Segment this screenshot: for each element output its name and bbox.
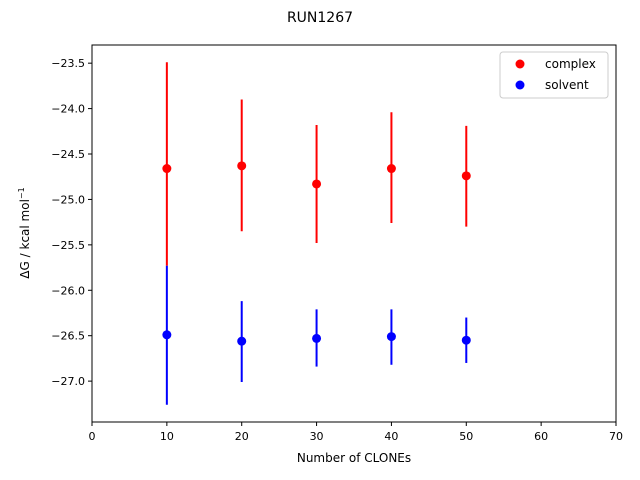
y-tick-label: −23.5 — [51, 57, 85, 70]
complex-point — [237, 161, 247, 171]
y-tick-label: −25.5 — [51, 239, 85, 252]
x-tick-label: 30 — [310, 430, 324, 443]
solvent-point — [237, 336, 247, 346]
solvent-point — [386, 332, 396, 342]
x-tick-label: 10 — [160, 430, 174, 443]
y-tick-label: −24.0 — [51, 103, 85, 116]
y-tick-label: −24.5 — [51, 148, 85, 161]
x-tick-label: 60 — [534, 430, 548, 443]
axes-frame — [91, 44, 617, 423]
x-tick-label: 50 — [459, 430, 473, 443]
solvent-point — [162, 330, 172, 340]
y-axis-ticks: −27.0 −26.5 −26.0 −25.5 −25.0 −24.5 −24.0 −23.5 — [51, 57, 92, 388]
y-axis-label: ΔG / kcal mol−1 — [17, 187, 32, 278]
complex-point — [162, 164, 172, 174]
x-tick-label: 0 — [89, 430, 96, 443]
data-points — [162, 161, 471, 346]
complex-point — [312, 179, 322, 189]
y-axis-label-superscript: −1 — [17, 187, 26, 199]
legend-box — [499, 51, 609, 99]
x-axis-ticks: 0 10 20 30 40 50 60 70 — [89, 422, 623, 443]
y-tick-label: −27.0 — [51, 375, 85, 388]
y-tick-label: −26.5 — [51, 330, 85, 343]
legend-label-solvent: solvent — [545, 78, 589, 92]
legend-marker-complex — [515, 59, 525, 69]
legend-marker-solvent — [515, 80, 525, 90]
solvent-point — [461, 335, 471, 345]
complex-point — [461, 171, 471, 181]
x-tick-label: 40 — [384, 430, 398, 443]
chart-title: RUN1267 — [287, 10, 353, 26]
plot-area — [162, 62, 471, 405]
solvent-point — [312, 333, 322, 343]
x-tick-label: 70 — [609, 430, 623, 443]
legend-label-complex: complex — [545, 57, 596, 71]
x-tick-label: 20 — [235, 430, 249, 443]
y-tick-label: −26.0 — [51, 284, 85, 297]
complex-point — [386, 164, 396, 174]
y-tick-label: −25.0 — [51, 193, 85, 206]
legend: complex solvent — [499, 51, 609, 99]
x-axis-label: Number of CLONEs — [297, 451, 411, 465]
y-axis-label-main: ΔG / kcal mol — [18, 199, 32, 279]
